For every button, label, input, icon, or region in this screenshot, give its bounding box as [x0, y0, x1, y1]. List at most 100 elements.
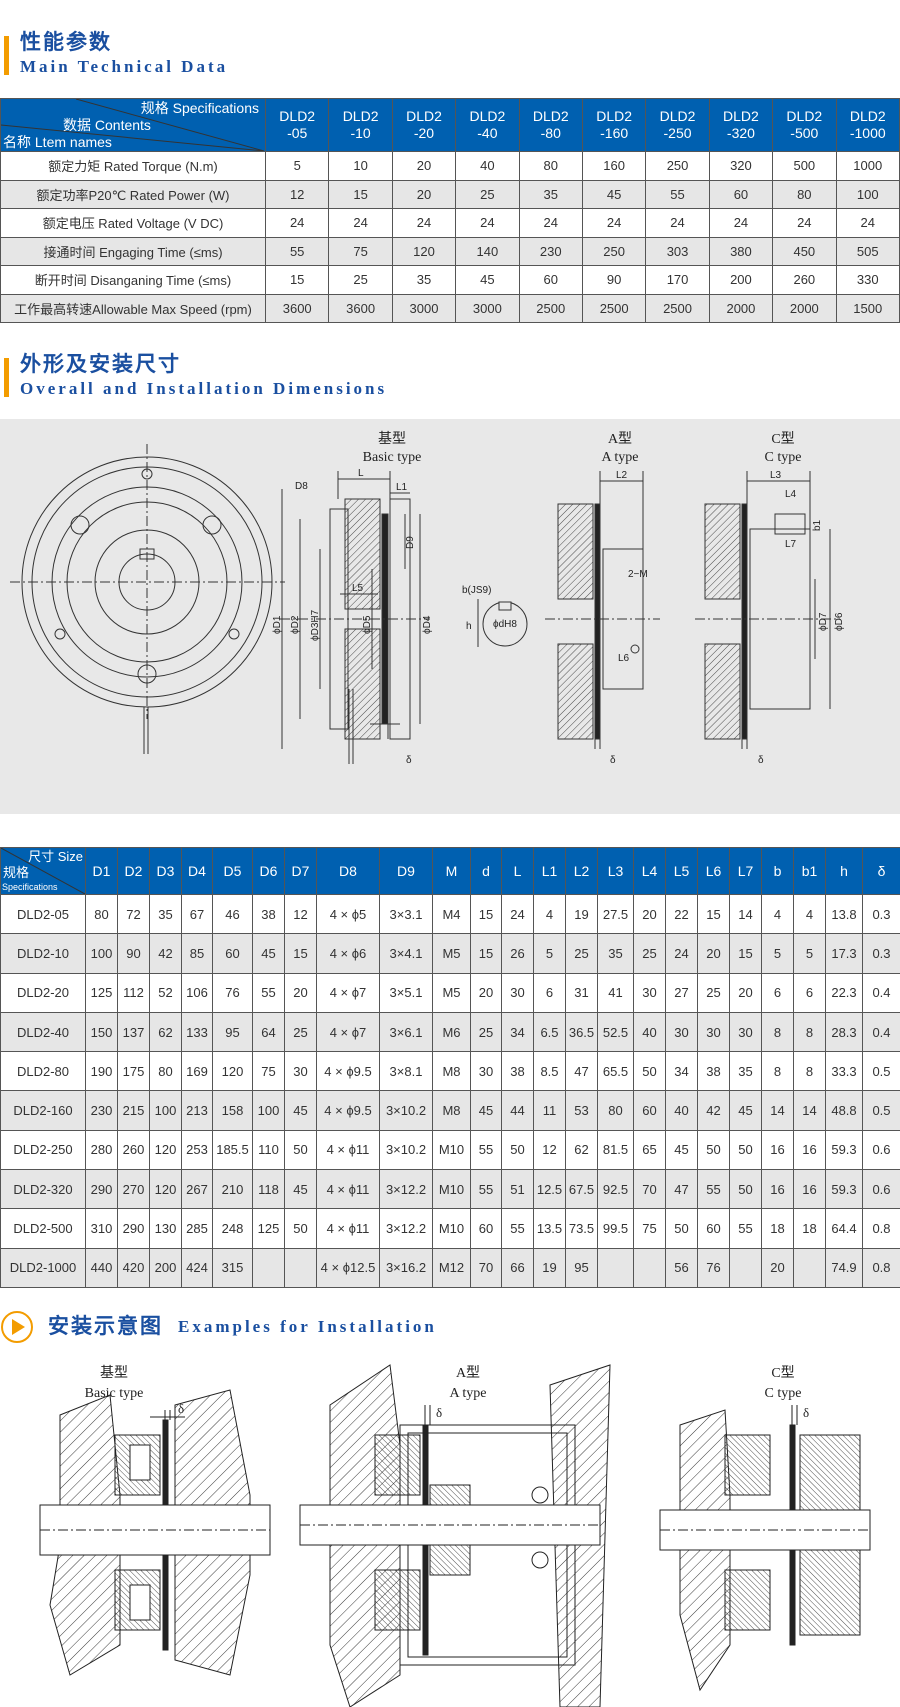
column-header: D6 [252, 847, 285, 895]
table-cell: 4 × ϕ11 [316, 1208, 380, 1249]
table-cell: 15 [328, 179, 393, 209]
section-heading-technical: 性能参数 Main Technical Data [0, 30, 420, 76]
table-cell: 3600 [264, 293, 330, 323]
table-cell: 4 × ϕ5 [316, 893, 380, 935]
table-cell: M6 [432, 1011, 471, 1053]
table-cell: 95 [565, 1247, 598, 1288]
table-cell: M10 [432, 1169, 471, 1210]
table-cell: 8 [761, 1011, 794, 1053]
table-cell: 3000 [391, 293, 457, 323]
table-cell: 0.8 [862, 1208, 900, 1249]
table-cell: 250 [645, 151, 710, 181]
label-d6: ϕD6 [834, 612, 845, 631]
row-label: 断开时间 Disanganing Time (≤ms) [0, 265, 266, 295]
table-cell: 0.5 [862, 1051, 900, 1092]
table-cell: 4 × ϕ11 [316, 1129, 380, 1171]
table-cell: 20 [729, 972, 762, 1013]
label-delta: δ [406, 755, 412, 766]
table-cell: 303 [645, 236, 710, 266]
table-cell [729, 1247, 762, 1288]
basic-type-label-cn: 基型 [378, 430, 406, 447]
table-cell: 8 [793, 1011, 826, 1053]
table-cell: 12 [533, 1129, 566, 1171]
table-cell: 75 [633, 1208, 666, 1249]
column-header: h [825, 847, 863, 895]
basic-type-label-en: Basic type [363, 450, 422, 465]
table-cell: 34 [501, 1011, 534, 1053]
table-cell: 24 [518, 208, 583, 238]
table-cell: 38 [501, 1051, 534, 1092]
table-cell: 80 [597, 1090, 634, 1131]
play-arrow-icon [1, 1311, 33, 1343]
table-cell: 55 [252, 972, 285, 1013]
model-name: DLD2 [469, 108, 506, 124]
table-cell: 8 [761, 1051, 794, 1092]
label-d1: ϕD1 [272, 615, 283, 634]
table-cell: 40 [633, 1011, 666, 1053]
table-cell: 190 [85, 1051, 118, 1092]
install-basic-delta: δ [178, 1401, 184, 1416]
table-cell: 200 [708, 265, 774, 295]
label-b1: b1 [812, 519, 823, 531]
heading-en: Examples for Installation [178, 1317, 437, 1336]
heading-cn: 性能参数 [20, 29, 112, 54]
table-cell: 75 [328, 236, 393, 266]
table-cell: 24 [665, 933, 698, 974]
table-cell: 6 [533, 972, 566, 1013]
table-cell: 2000 [708, 293, 774, 323]
table-cell: 36.5 [565, 1011, 598, 1053]
table-cell: 45 [455, 265, 520, 295]
column-header: M [432, 847, 471, 895]
label-b-js9: b(JS9) [462, 585, 491, 596]
install-c-delta: δ [803, 1405, 809, 1420]
table-cell: 50 [665, 1208, 698, 1249]
column-header: D3 [149, 847, 182, 895]
table-cell: 125 [85, 972, 118, 1013]
table-cell: 20 [633, 893, 666, 935]
table-cell: 90 [581, 265, 647, 295]
table-cell: 16 [793, 1129, 826, 1171]
table-cell: 76 [697, 1247, 730, 1288]
table-cell: 53 [565, 1090, 598, 1131]
table-cell: 85 [181, 933, 213, 974]
table-cell: 25 [284, 1011, 317, 1053]
label-l4: L4 [785, 489, 797, 500]
table-cell: 80 [85, 893, 118, 935]
install-a-label-cn: A型 [456, 1365, 480, 1381]
column-header: b1 [793, 847, 826, 895]
column-header: D2 [117, 847, 150, 895]
label-l6: L6 [618, 653, 630, 664]
table-cell: M8 [432, 1051, 471, 1092]
table-cell: 67.5 [565, 1169, 598, 1210]
corner-item-names: 名称 Ltem names [3, 134, 112, 150]
table-cell: 2500 [518, 293, 583, 323]
table-cell: 95 [212, 1011, 253, 1053]
table-cell [597, 1247, 634, 1288]
table-cell: 2500 [645, 293, 710, 323]
table-cell: 99.5 [597, 1208, 634, 1249]
label-l2: L2 [616, 470, 628, 481]
table-cell: 310 [85, 1208, 118, 1249]
table-cell: 160 [581, 151, 647, 181]
table-cell: 120 [212, 1051, 253, 1092]
table-cell: 5 [533, 933, 566, 974]
model-suffix: -20 [413, 125, 435, 141]
table-cell: 25 [633, 933, 666, 974]
column-header: L1 [533, 847, 566, 895]
table-cell: 50 [729, 1129, 762, 1171]
label-d9: D9 [405, 536, 416, 549]
accent-bar [4, 36, 9, 75]
model-suffix: -160 [600, 125, 629, 141]
table-cell: 65 [633, 1129, 666, 1171]
table-cell: 19 [533, 1247, 566, 1288]
table-cell: 30 [633, 972, 666, 1013]
row-label: 额定功率P20℃ Rated Power (W) [0, 179, 266, 209]
table-cell [793, 1247, 826, 1288]
table-cell: 74.9 [825, 1247, 863, 1288]
